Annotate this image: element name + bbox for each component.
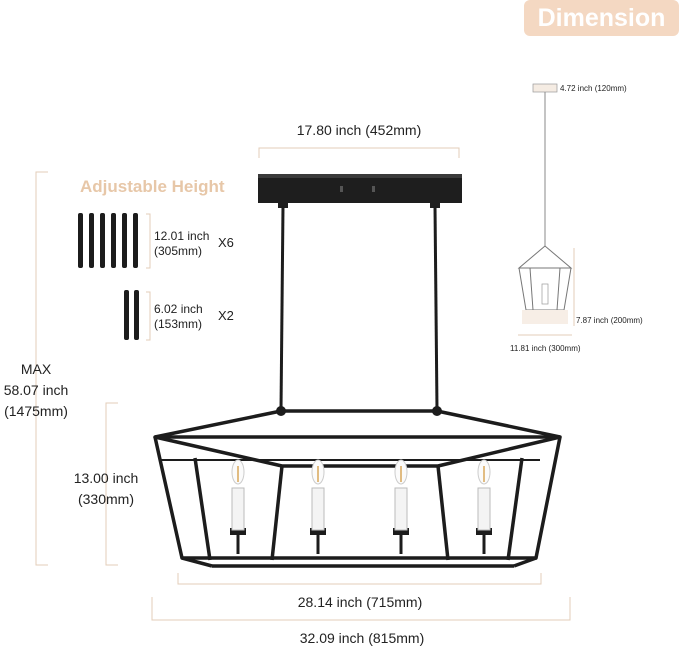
short-rod-mm: (153mm) [154,317,203,331]
side-canopy-label: 4.72 inch (120mm) [560,84,627,93]
candle [230,459,246,554]
short-rod-inch: 6.02 inch [154,302,203,316]
long-rod-length: 12.01 inch (305mm) [154,229,209,259]
canopy [258,174,462,208]
candle [393,459,409,554]
long-rod-qty: X6 [218,235,234,250]
outer-width-label: 32.09 inch (815mm) [299,630,425,646]
candle-lights [230,459,492,554]
rod-set-long [78,213,138,268]
long-rod-mm: (305mm) [154,244,203,258]
max-height-label: MAX 58.07 inch (1475mm) [0,359,72,422]
dimension-badge: Dimension [524,0,679,36]
side-width-label: 11.81 inch (300mm) [510,344,581,353]
max-height-inch: 58.07 inch [3,382,69,398]
candle [310,459,326,554]
body-height-mm: (330mm) [77,491,134,507]
max-height-mm: (1475mm) [4,403,68,419]
side-height-label: 7.87 inch (200mm) [576,316,643,325]
rod-set-short [124,290,139,340]
candle [476,459,492,554]
short-rod-qty: X2 [218,308,234,323]
inner-width-label: 28.14 inch (715mm) [297,594,423,610]
body-height-inch: 13.00 inch [73,470,139,486]
hanging-rods [279,205,439,411]
short-rod-length: 6.02 inch (153mm) [154,302,203,332]
joints [276,406,442,416]
max-label: MAX [20,361,52,377]
adjustable-height-title: Adjustable Height [80,177,225,196]
fixture-cage [153,409,562,568]
side-view-diagram [517,83,575,336]
canopy-width-label: 17.80 inch (452mm) [296,122,422,138]
body-height-label: 13.00 inch (330mm) [60,468,152,510]
long-rod-inch: 12.01 inch [154,229,210,243]
dimension-lines [35,147,571,621]
